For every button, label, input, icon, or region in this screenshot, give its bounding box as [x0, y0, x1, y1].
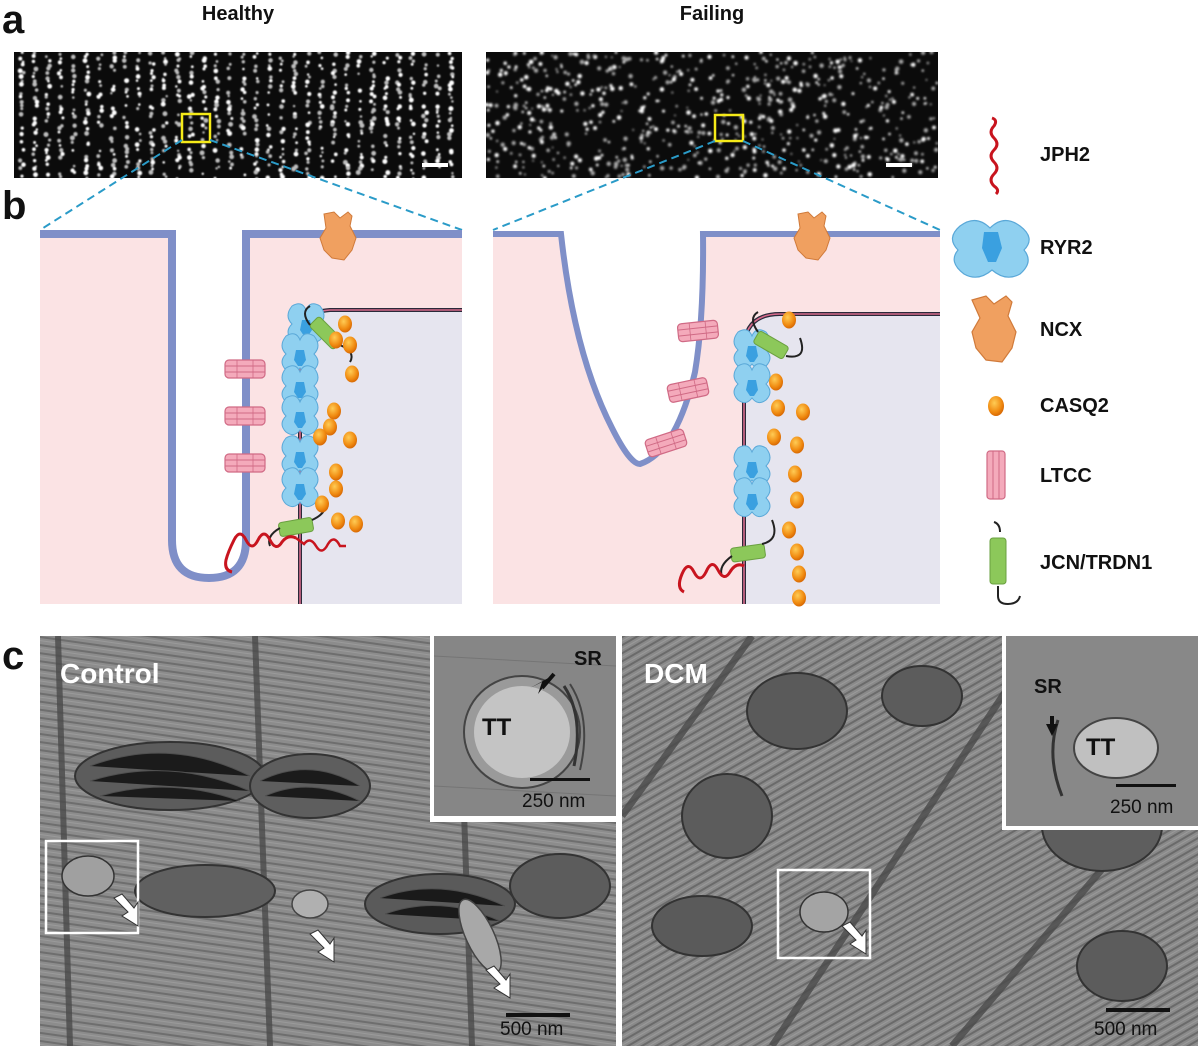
legend-label-casq2: CASQ2	[1040, 396, 1109, 416]
ryr2-receptor-icon	[952, 220, 1029, 277]
dcm-inset-sr-label: SR	[1034, 676, 1062, 699]
dcm-em-image: DCM 500 nm SR TT 250 nm	[622, 636, 1198, 1046]
dcm-inset-scale-label: 250 nm	[1110, 798, 1173, 817]
dcm-main-scale-bar	[1106, 1008, 1170, 1012]
panel-b-schematic	[0, 0, 1200, 620]
control-inset: TT SR 250 nm	[430, 636, 616, 822]
control-em-image: Control 500 nm TT SR 250 nm	[40, 636, 616, 1046]
healthy-schematic	[40, 212, 462, 604]
dcm-inset-tt-label: TT	[1086, 734, 1115, 762]
jcn-trdn1-icon	[990, 522, 1020, 604]
control-inset-sr-label: SR	[574, 648, 602, 671]
ncx-exchanger-icon	[972, 296, 1016, 362]
dcm-main-scale-label: 500 nm	[1094, 1020, 1157, 1039]
control-label: Control	[60, 660, 160, 688]
legend-label-jcn-trdn1: JCN/TRDN1	[1040, 553, 1152, 573]
control-main-scale-bar	[506, 1013, 570, 1017]
control-main-scale-label: 500 nm	[500, 1020, 563, 1039]
legend-label-ryr2: RYR2	[1040, 238, 1093, 258]
ltcc-channel-icon	[987, 451, 1005, 499]
legend-label-ncx: NCX	[1040, 320, 1082, 340]
failing-schematic	[493, 212, 940, 607]
control-inset-tt-label: TT	[482, 714, 511, 742]
panel-label-c: c	[2, 636, 24, 676]
dcm-inset: SR TT 250 nm	[1002, 636, 1198, 830]
jph2-squiggle-icon	[991, 118, 998, 194]
control-inset-scale-label: 250 nm	[522, 792, 585, 811]
legend-label-ltcc: LTCC	[1040, 466, 1092, 486]
casq2-sphere-icon	[988, 396, 1004, 416]
dcm-label: DCM	[644, 660, 708, 688]
legend-label-jph2: JPH2	[1040, 145, 1090, 165]
